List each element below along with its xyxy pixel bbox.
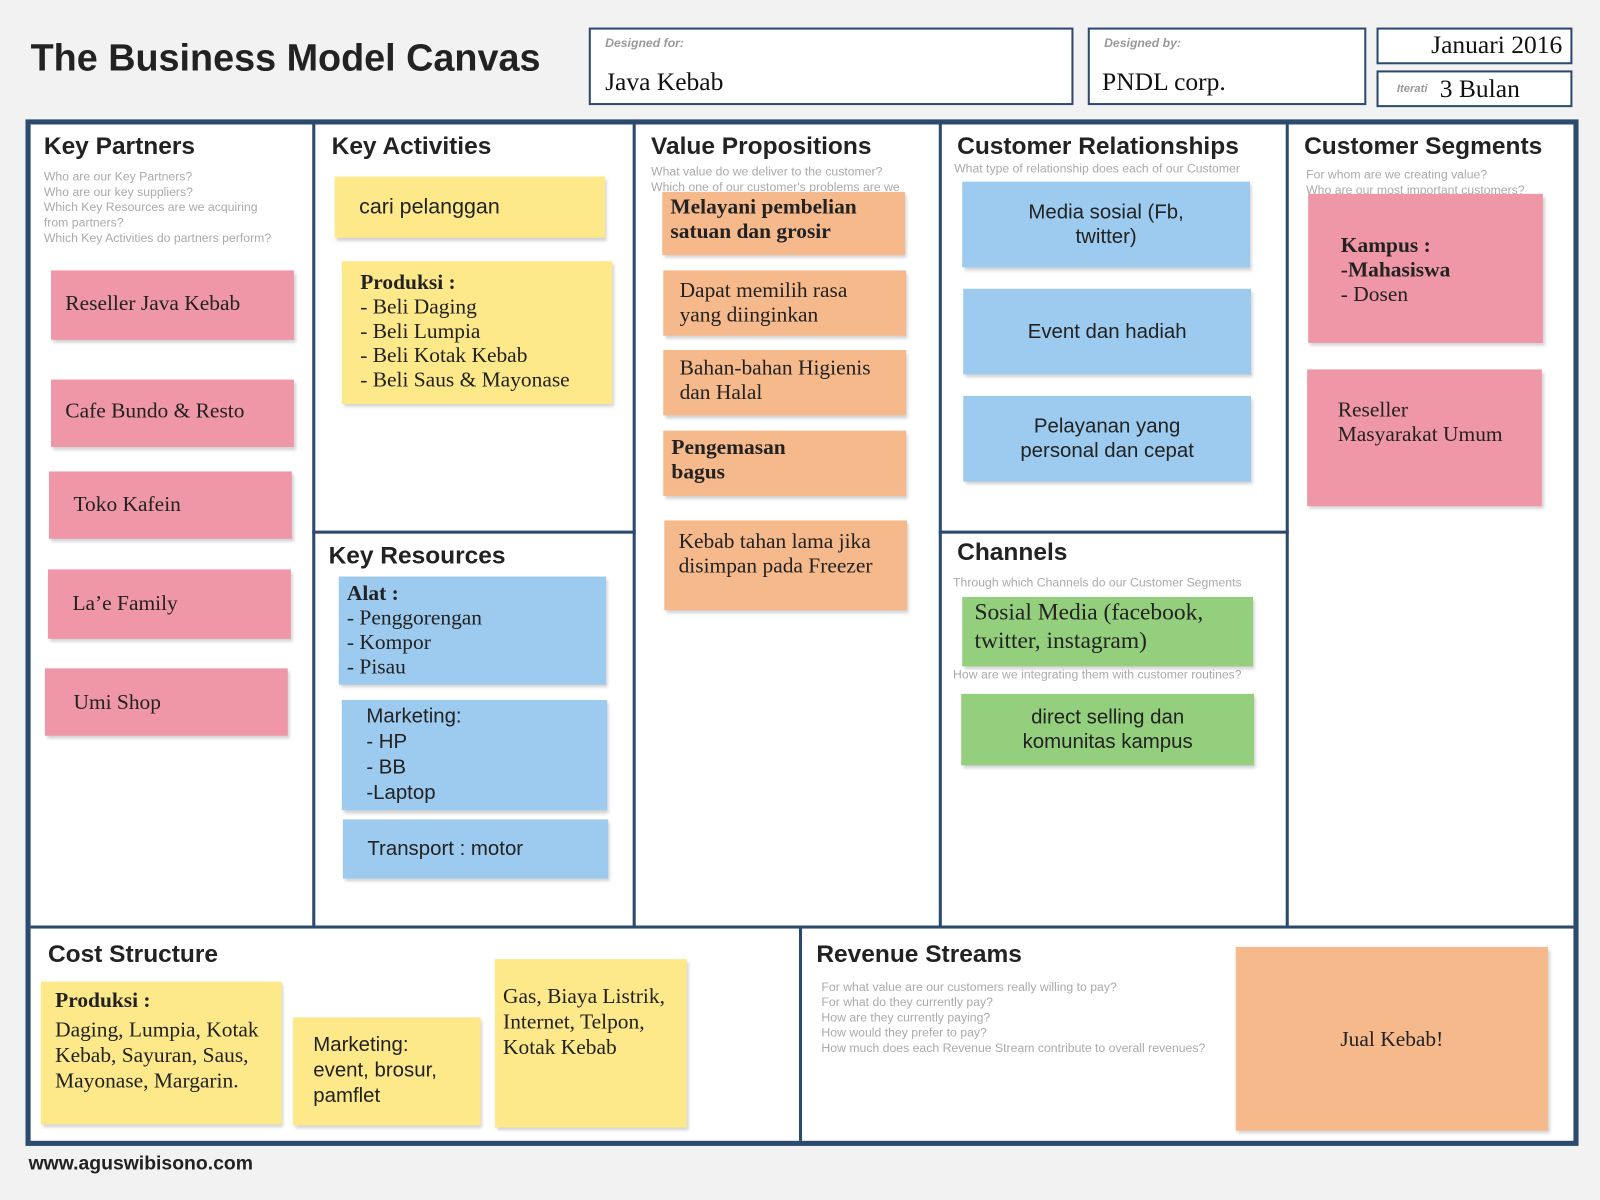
note-heading: Alat : bbox=[346, 580, 399, 606]
revenue-streams-guide: For what value are our customers really … bbox=[821, 980, 1205, 1057]
date-field[interactable]: Januari 2016 bbox=[1376, 27, 1573, 65]
sticky-note[interactable]: La’e Family bbox=[47, 569, 291, 639]
divider bbox=[632, 124, 636, 927]
key-activities-title: Key Activities bbox=[331, 132, 492, 161]
customer-relationships-guide: What type of relationship does each of o… bbox=[954, 161, 1240, 176]
note-line: - Beli Lumpia bbox=[360, 318, 481, 343]
sticky-note[interactable]: Toko Kafein bbox=[48, 471, 292, 539]
guide-line: Who are our key suppliers? bbox=[43, 184, 193, 199]
sticky-note[interactable]: Marketing: event, brosur, pamflet bbox=[292, 1017, 481, 1126]
divider bbox=[30, 925, 1574, 929]
sticky-note[interactable]: Media sosial (Fb, twitter) bbox=[962, 181, 1250, 268]
note-line: - Kompor bbox=[346, 629, 431, 655]
guide-line: How much does each Revenue Stream contri… bbox=[821, 1040, 1206, 1056]
sticky-note[interactable]: Gas, Biaya Listrik, Internet, Telpon, Ko… bbox=[494, 959, 687, 1128]
note-line: -Mahasiswa bbox=[1340, 257, 1451, 282]
channels-title: Channels bbox=[957, 538, 1068, 567]
customer-segments-guide: For whom are we creating value? Who are … bbox=[1306, 167, 1524, 198]
key-resources-title: Key Resources bbox=[328, 541, 506, 570]
designed-by-value: PNDL corp. bbox=[1102, 68, 1226, 96]
key-partners-guide: Who are our Key Partners? Who are our ke… bbox=[44, 169, 271, 246]
note-line: - HP bbox=[366, 730, 408, 754]
divider bbox=[312, 124, 316, 927]
sticky-note[interactable]: Reseller Java Kebab bbox=[51, 270, 294, 340]
value-propositions-title: Value Propositions bbox=[651, 132, 872, 161]
guide-line: Which Key Activities do partners perform… bbox=[43, 230, 272, 245]
revenue-streams-title: Revenue Streams bbox=[816, 940, 1022, 969]
guide-line: from partners? bbox=[43, 215, 124, 230]
sticky-note[interactable]: Alat : - Penggorengan - Kompor - Pisau bbox=[338, 576, 607, 685]
sticky-note[interactable]: Event dan hadiah bbox=[963, 288, 1252, 375]
sticky-note[interactable]: Pelayanan yang personal dan cepat bbox=[963, 395, 1252, 482]
channels-guide: How are we integrating them with custome… bbox=[953, 667, 1242, 682]
sticky-note[interactable]: Transport : motor bbox=[342, 819, 609, 879]
value-propositions-guide: What value do we deliver to the customer… bbox=[651, 164, 900, 195]
note-heading: Marketing: bbox=[366, 705, 462, 728]
channels-guide: Through which Channels do our Customer S… bbox=[953, 575, 1242, 590]
sticky-note[interactable]: Reseller Masyarakat Umum bbox=[1307, 369, 1542, 507]
iteration-value: 3 Bulan bbox=[1439, 75, 1520, 104]
sticky-note[interactable]: Bahan-bahan Higienis dan Halal bbox=[663, 349, 907, 416]
note-heading: Produksi : bbox=[55, 987, 151, 1013]
note-line: Daging, Lumpia, Kotak Kebab, Sayuran, Sa… bbox=[55, 1017, 259, 1093]
guide-line: For what value are our customers really … bbox=[821, 979, 1117, 994]
iteration-field[interactable]: Iterati 3 Bulan bbox=[1376, 70, 1573, 108]
designed-for-value: Java Kebab bbox=[605, 68, 724, 96]
note-heading: Kampus : bbox=[1340, 232, 1431, 258]
guide-line: What value do we deliver to the customer… bbox=[651, 164, 883, 179]
sticky-note[interactable]: Cafe Bundo & Resto bbox=[51, 379, 294, 447]
designed-for-field[interactable]: Designed for: Java Kebab bbox=[588, 27, 1074, 106]
sticky-note[interactable]: Jual Kebab! bbox=[1235, 946, 1548, 1131]
customer-segments-title: Customer Segments bbox=[1304, 132, 1543, 161]
customer-relationships-title: Customer Relationships bbox=[957, 132, 1239, 161]
cost-structure-title: Cost Structure bbox=[47, 940, 219, 969]
sticky-note[interactable]: Dapat memilih rasa yang diinginkan bbox=[663, 270, 907, 336]
sticky-note[interactable]: Melayani pembelian satuan dan grosir bbox=[662, 191, 906, 256]
key-partners-title: Key Partners bbox=[43, 132, 195, 161]
divider bbox=[938, 530, 1289, 534]
note-line: - Dosen bbox=[1340, 281, 1409, 307]
sticky-note[interactable]: Pengemasan bagus bbox=[663, 430, 907, 496]
date-value: Januari 2016 bbox=[1431, 31, 1563, 60]
iteration-label: Iterati bbox=[1396, 82, 1428, 95]
note-text: Pengemasan bagus bbox=[671, 434, 786, 484]
note-line: - Beli Saus & Mayonase bbox=[360, 367, 570, 392]
guide-line: Who are our most important customers? bbox=[1306, 182, 1525, 197]
divider bbox=[938, 124, 942, 927]
note-heading: Produksi : bbox=[360, 269, 456, 294]
guide-line: Which Key Resources are we acquiring bbox=[43, 199, 258, 215]
note-line: - Beli Daging bbox=[360, 293, 477, 319]
guide-line: Which one of our customer's problems are… bbox=[651, 179, 900, 194]
divider bbox=[798, 925, 803, 1141]
note-line: - Pisau bbox=[346, 654, 406, 679]
sticky-note[interactable]: Kebab tahan lama jika disimpan pada Free… bbox=[664, 520, 908, 611]
page-title: The Business Model Canvas bbox=[30, 36, 541, 79]
guide-line: For whom are we creating value? bbox=[1306, 167, 1488, 182]
note-line: - Penggorengan bbox=[346, 605, 483, 630]
sticky-note[interactable]: Produksi : - Beli Daging - Beli Lumpia -… bbox=[341, 261, 613, 405]
sticky-note[interactable]: Marketing: - HP - BB -Laptop bbox=[341, 699, 608, 811]
guide-line: For what do they currently pay? bbox=[821, 994, 993, 1010]
sticky-note[interactable]: direct selling dan komunitas kampus bbox=[961, 693, 1255, 766]
designed-by-label: Designed by: bbox=[1104, 35, 1181, 50]
sticky-note[interactable]: cari pelanggan bbox=[334, 176, 606, 238]
guide-line: How are they currently paying? bbox=[821, 1010, 991, 1025]
footer-site[interactable]: www.aguswibisono.com bbox=[28, 1153, 253, 1175]
designed-for-label: Designed for: bbox=[605, 35, 685, 50]
sticky-note[interactable]: Sosial Media (facebook, twitter, instagr… bbox=[962, 596, 1254, 667]
sticky-note[interactable]: Produksi : Daging, Lumpia, Kotak Kebab, … bbox=[40, 981, 282, 1125]
note-line: - Beli Kotak Kebab bbox=[360, 342, 528, 368]
note-line: -Laptop bbox=[366, 781, 436, 805]
sticky-note[interactable]: Umi Shop bbox=[44, 668, 288, 736]
guide-line: How would they prefer to pay? bbox=[821, 1025, 987, 1040]
sticky-note[interactable]: Kampus : -Mahasiswa - Dosen bbox=[1308, 193, 1543, 343]
guide-line: Who are our Key Partners? bbox=[43, 169, 193, 184]
divider bbox=[312, 530, 636, 534]
note-line: - BB bbox=[366, 756, 407, 779]
designed-by-field[interactable]: Designed by: PNDL corp. bbox=[1087, 27, 1367, 106]
divider bbox=[1285, 124, 1289, 927]
